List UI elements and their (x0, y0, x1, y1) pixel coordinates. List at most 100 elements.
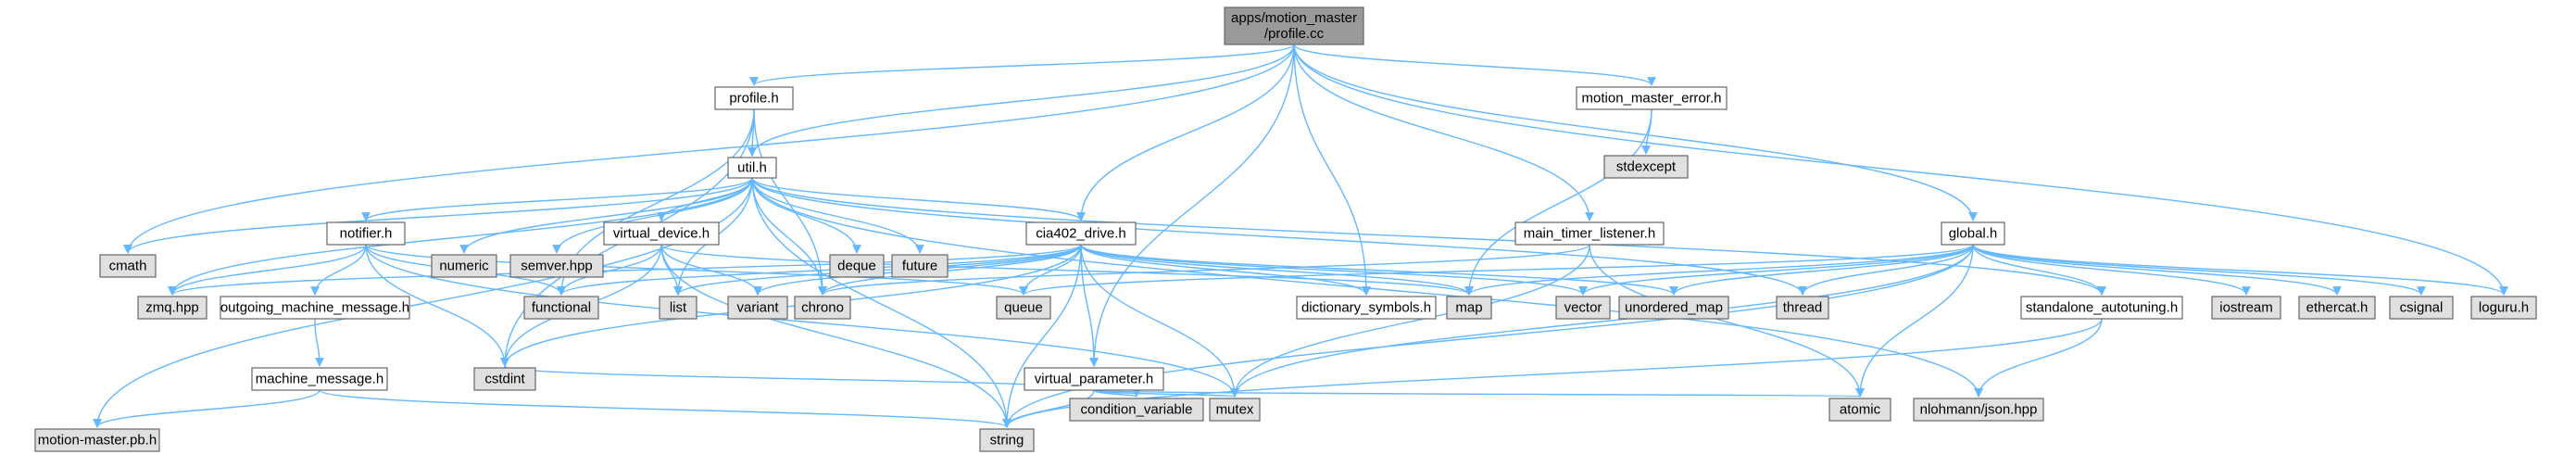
node-label: stdexcept (1616, 159, 1677, 175)
edge-virtual_parameter_h-to-cstdint (500, 365, 1095, 391)
edges-layer (93, 44, 2508, 428)
node-label: semver.hpp (521, 259, 593, 274)
edge-global_h-to-standalone_autotuning_h (1972, 244, 2106, 296)
edge-machine_message_h-to-string (319, 389, 1012, 428)
node-virtual-device-h[interactable]: virtual_device.h (603, 221, 720, 246)
edge-util_h-to-chrono (751, 177, 827, 296)
node-standalone-autotuning-h[interactable]: standalone_autotuning.h (2020, 296, 2183, 320)
node-loguru-h: loguru.h (2470, 296, 2537, 320)
node-motion-master-error-h[interactable]: motion_master_error.h (1576, 86, 1728, 110)
node-box (727, 157, 777, 179)
edge-notifier_h-to-outgoing_machine_message_h (310, 244, 367, 296)
node-label: standalone_autotuning.h (2026, 300, 2178, 316)
node-cmath: cmath (99, 254, 157, 278)
edge-global_h-to-iostream (1972, 244, 2251, 296)
node-label: condition_variable (1081, 402, 1193, 418)
node-ethercat-h: ethercat.h (2298, 296, 2376, 320)
edge-machine_message_h-to-motion_master_pb_h (93, 389, 320, 428)
edge-main_timer_listener_h-to-mutex (1230, 244, 1590, 398)
node-label: chrono (801, 300, 844, 316)
node-root[interactable]: apps/motion_master/profile.cc (1224, 6, 1364, 45)
node-label: virtual_device.h (613, 226, 710, 242)
node-label: main_timer_listener.h (1524, 226, 1656, 242)
edge-global_h-to-mutex (1230, 244, 1974, 398)
node-iostream: iostream (2211, 296, 2281, 320)
edge-cia402_drive_h-to-cstdint (500, 244, 1082, 367)
edge-virtual_parameter_h-to-mutex (1093, 387, 1239, 398)
edge-util_h-to-semver_hpp (552, 177, 753, 254)
node-box (326, 221, 406, 246)
edge-cia402_drive_h-to-map (1080, 244, 1474, 296)
node-box (251, 367, 388, 391)
node-profile-h[interactable]: profile.h (714, 86, 794, 110)
edge-notifier_h-to-zmq_hpp (168, 244, 367, 296)
node-box (1576, 86, 1728, 110)
node-box (1209, 398, 1261, 422)
node-label: cstdint (484, 372, 525, 387)
node-box (727, 296, 788, 320)
edge-notifier_h-to-queue (365, 244, 1028, 296)
node-box (2298, 296, 2376, 320)
node-label: functional (532, 300, 591, 316)
edge-profile_h-to-chrono (753, 108, 827, 296)
node-box (1828, 398, 1891, 422)
node-box (509, 254, 604, 278)
edge-root-to-cia402_drive_h (1076, 44, 1295, 221)
node-label: atomic (1840, 402, 1881, 418)
node-cia402-drive-h[interactable]: cia402_drive.h (1025, 221, 1137, 246)
node-outgoing-machine-message-h[interactable]: outgoing_machine_message.h (220, 296, 410, 320)
node-label: unordered_map (1625, 300, 1723, 316)
edge-util_h-to-cia402_drive_h (751, 177, 1086, 221)
node-label: apps/motion_master (1231, 10, 1357, 26)
node-box (34, 428, 160, 452)
node-virtual-parameter-h[interactable]: virtual_parameter.h (1024, 367, 1164, 391)
node-label: ethercat.h (2306, 300, 2369, 316)
edge-cia402_drive_h-to-chrono (818, 244, 1082, 296)
node-global-h[interactable]: global.h (1941, 221, 2005, 246)
node-notifier-h[interactable]: notifier.h (326, 221, 406, 246)
edge-cia402_drive_h-to-vector (1080, 244, 1588, 296)
node-label: machine_message.h (256, 372, 383, 387)
edge-cia402_drive_h-to-unordered_map (1080, 244, 1678, 296)
edge-global_h-to-queue (1019, 244, 1974, 296)
node-main-timer-listener-h[interactable]: main_timer_listener.h (1514, 221, 1665, 246)
node-label: loguru.h (2479, 300, 2529, 316)
node-label: string (990, 433, 1024, 449)
node-label: global.h (1949, 226, 1998, 242)
edge-outgoing_machine_message_h-to-machine_message_h (314, 318, 324, 367)
edge-util_h-to-notifier_h (361, 177, 753, 221)
edge-global_h-to-string (1002, 244, 1974, 428)
edge-util_h-to-future (751, 177, 924, 254)
node-label: mutex (1216, 402, 1254, 418)
edge-util_h-to-standalone_autotuning_h (751, 177, 2106, 296)
node-dictionary-symbols-h[interactable]: dictionary_symbols.h (1296, 296, 1437, 320)
edge-global_h-to-atomic (1855, 244, 1974, 398)
node-box (794, 296, 851, 320)
edge-notifier_h-to-mutex (365, 244, 1239, 398)
node-label: nlohmann/json.hpp (1920, 402, 2038, 418)
edge-util_h-to-cmath (123, 177, 753, 254)
node-box (1446, 296, 1492, 320)
node-box (996, 296, 1051, 320)
node-machine-message-h[interactable]: machine_message.h (251, 367, 388, 391)
node-mutex: mutex (1209, 398, 1261, 422)
node-label: variant (736, 300, 779, 316)
node-box (1776, 296, 1829, 320)
edge-root-to-profile_h (749, 44, 1295, 86)
node-box (1069, 398, 1204, 422)
node-label: profile.h (729, 91, 778, 107)
node-label: dictionary_symbols.h (1301, 300, 1431, 316)
node-util-h[interactable]: util.h (727, 157, 777, 179)
edge-root-to-util_h (748, 44, 1295, 157)
node-label: csignal (2400, 300, 2444, 316)
edge-root-to-global_h (1293, 44, 1978, 221)
node-numeric: numeric (431, 254, 497, 278)
edge-root-to-cmath (123, 44, 1295, 254)
node-label: util.h (737, 160, 767, 176)
node-list: list (659, 296, 697, 320)
node-label: future (902, 259, 937, 274)
node-box (431, 254, 497, 278)
node-label: list (670, 300, 687, 316)
node-box (2020, 296, 2183, 320)
node-box (2211, 296, 2281, 320)
